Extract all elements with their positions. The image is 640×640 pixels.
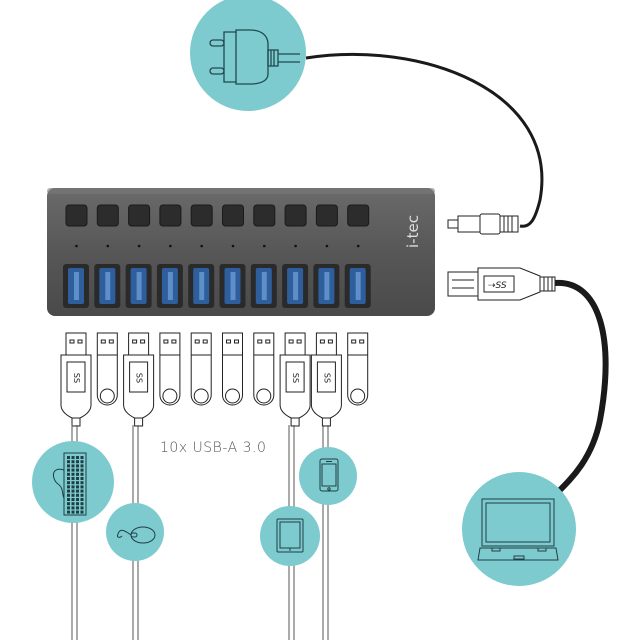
usb-flash-drive xyxy=(253,332,275,406)
usb-hub: i-tec xyxy=(47,188,435,316)
port-led-indicator xyxy=(200,244,203,248)
usb-flash-drive xyxy=(347,332,369,406)
port-power-button[interactable] xyxy=(65,204,88,227)
port-power-button[interactable] xyxy=(253,204,276,227)
port-power-button[interactable] xyxy=(128,204,151,227)
smartphone-icon xyxy=(299,447,357,505)
usb-ss-logo: SS xyxy=(72,373,81,383)
usb-b-plug: ⇢SS xyxy=(447,267,556,301)
usb-ss-logo: SS xyxy=(322,373,331,383)
usb-a-cable-plug: SS xyxy=(123,332,155,427)
port-led-indicator xyxy=(263,244,266,248)
port-power-button[interactable] xyxy=(159,204,182,227)
port-power-button[interactable] xyxy=(190,204,213,227)
usb-flash-drive xyxy=(190,332,212,406)
port-led-indicator xyxy=(169,244,172,248)
port-power-button[interactable] xyxy=(315,204,338,227)
usb-a-cable-plug: SS xyxy=(60,332,92,427)
mouse-icon xyxy=(106,503,164,561)
usb-ss-logo: ⇢SS xyxy=(488,281,507,291)
usb-ss-logo: SS xyxy=(135,373,144,383)
port-led-indicator xyxy=(231,244,235,248)
laptop-icon xyxy=(462,472,576,586)
usb-a-cable-plug: SS xyxy=(279,332,311,427)
dc-power-plug xyxy=(447,213,519,235)
brand-logo: i-tec xyxy=(404,215,422,248)
usb-flash-drive xyxy=(159,332,181,406)
usb-ss-logo: SS xyxy=(291,373,300,383)
usb-a-cable-plug: SS xyxy=(310,332,342,427)
port-led-indicator xyxy=(325,244,329,248)
port-power-button[interactable] xyxy=(284,204,307,227)
port-power-button[interactable] xyxy=(347,204,370,227)
port-power-button[interactable] xyxy=(96,204,119,227)
port-led-indicator xyxy=(137,244,141,248)
port-power-button[interactable] xyxy=(222,204,244,227)
port-led-indicator xyxy=(294,244,297,248)
usb-b-cable xyxy=(552,279,609,498)
keyboard-icon xyxy=(32,441,114,523)
port-led-indicator xyxy=(75,244,78,248)
port-led-indicator xyxy=(106,244,110,248)
usb-flash-drive xyxy=(96,332,118,406)
port-led-indicator xyxy=(356,244,360,248)
usb-flash-drive xyxy=(222,332,243,406)
tablet-icon xyxy=(260,506,320,566)
ports-caption: 10x USB-A 3.0 xyxy=(160,440,267,456)
power-cable xyxy=(305,52,544,228)
power-adapter-icon xyxy=(190,0,306,111)
